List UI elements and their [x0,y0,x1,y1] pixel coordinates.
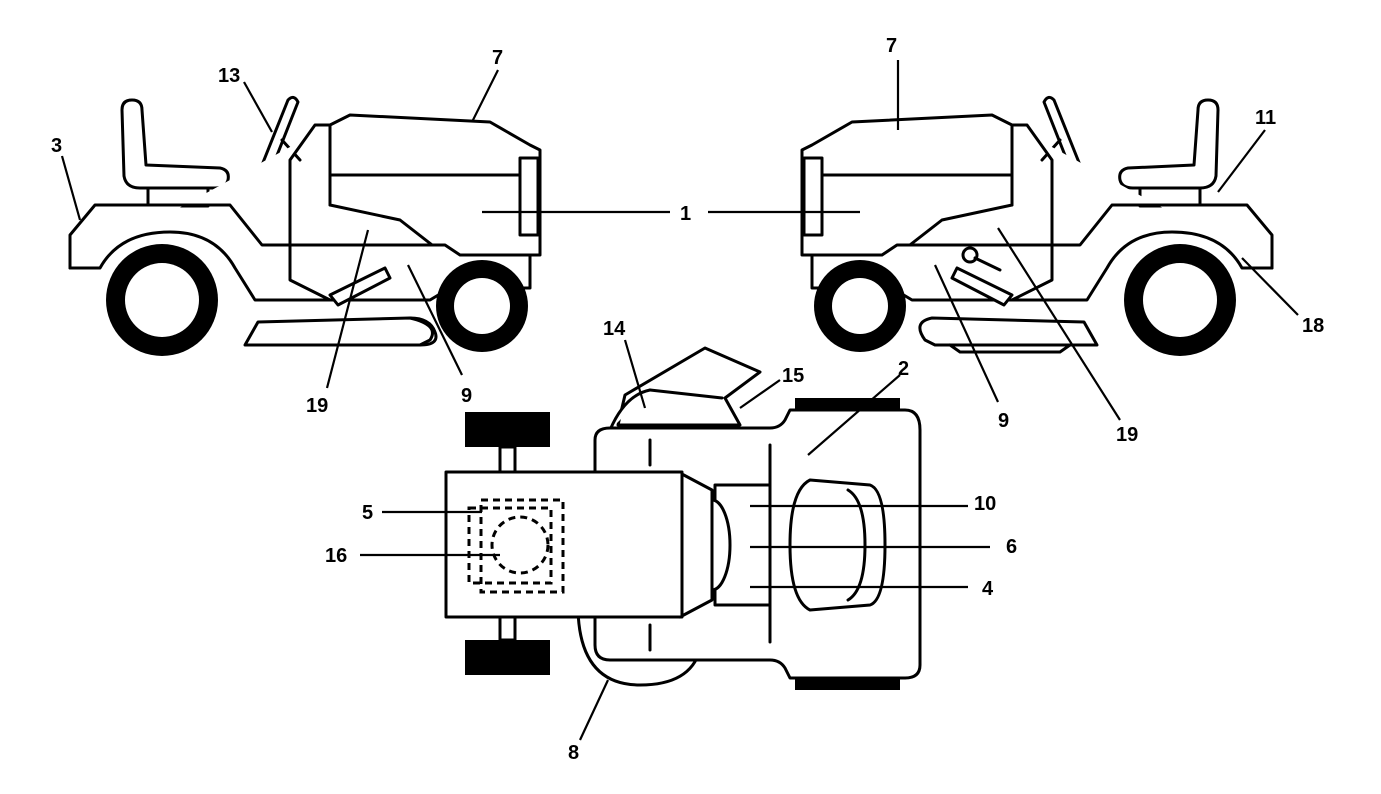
rear-fender-right [1010,123,1274,270]
discharge-chute [616,346,762,427]
callout-19-left: 19 [306,395,328,417]
callout-13: 13 [218,65,240,87]
callout-9-left: 9 [461,385,472,407]
seat-right [1118,98,1220,190]
front-tire-top-upper [465,412,550,447]
leader-lines [60,60,1299,741]
callout-labels: 13 3 7 1 19 9 7 11 18 9 19 14 15 2 5 16 … [51,35,1324,764]
callout-2: 2 [898,358,909,380]
callout-7-right: 7 [886,35,897,57]
callout-3: 3 [51,135,62,157]
callout-1: 1 [680,203,691,225]
mower-deck-right [918,316,1099,347]
callout-10: 10 [974,493,996,515]
callout-7-left: 7 [492,47,503,69]
right-side-view [800,95,1274,356]
callout-16: 16 [325,545,347,567]
callout-18: 18 [1302,315,1324,337]
callout-9-right: 9 [998,410,1009,432]
seat-top [788,478,887,612]
callout-4: 4 [982,578,994,600]
callout-19-right: 19 [1116,424,1138,446]
callout-6: 6 [1006,536,1017,558]
front-tire-top-lower [465,640,550,675]
callout-14: 14 [603,318,626,340]
top-view [444,346,922,690]
callout-8: 8 [568,742,579,764]
callout-5: 5 [362,502,373,524]
left-side-view [68,95,542,356]
callout-11: 11 [1255,107,1276,129]
hood-left [328,113,542,257]
rear-fender-left [68,123,332,270]
callout-15: 15 [782,365,804,387]
hood-right [800,113,1014,257]
seat-left [120,98,230,190]
